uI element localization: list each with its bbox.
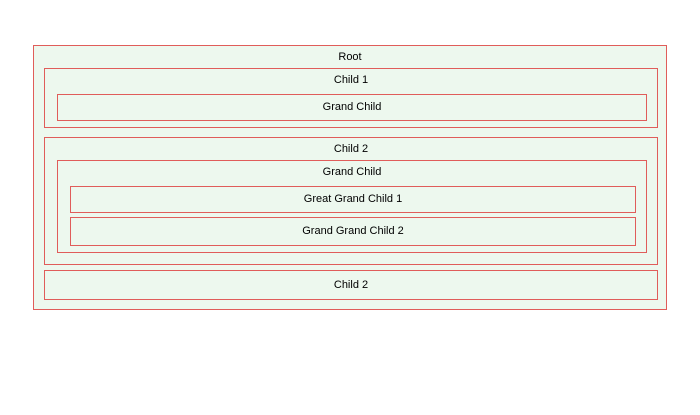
great-grand-child-1-label: Great Grand Child 1 — [303, 193, 403, 205]
child-1-box: Child 1 Grand Child — [44, 68, 658, 128]
child-2-bottom-label: Child 2 — [333, 278, 369, 291]
child-2-bottom-box: Child 2 — [44, 270, 658, 300]
root-box: Root Child 1 Grand Child Child 2 Grand C… — [33, 45, 667, 310]
child-2-label: Child 2 — [333, 143, 369, 155]
grand-child-box: Grand Child — [57, 94, 647, 121]
grand-grand-child-2-box: Grand Grand Child 2 — [70, 217, 636, 246]
grand-child-2-label: Grand Child — [322, 166, 382, 178]
child-2-box: Child 2 Grand Child Great Grand Child 1 … — [44, 137, 658, 265]
child-1-label: Child 1 — [333, 74, 369, 86]
root-label: Root — [338, 51, 362, 63]
grand-child-label: Grand Child — [322, 101, 382, 113]
grand-grand-child-2-label: Grand Grand Child 2 — [302, 225, 404, 237]
grand-child-2-box: Grand Child Great Grand Child 1 Grand Gr… — [57, 160, 647, 253]
great-grand-child-1-box: Great Grand Child 1 — [70, 186, 636, 213]
